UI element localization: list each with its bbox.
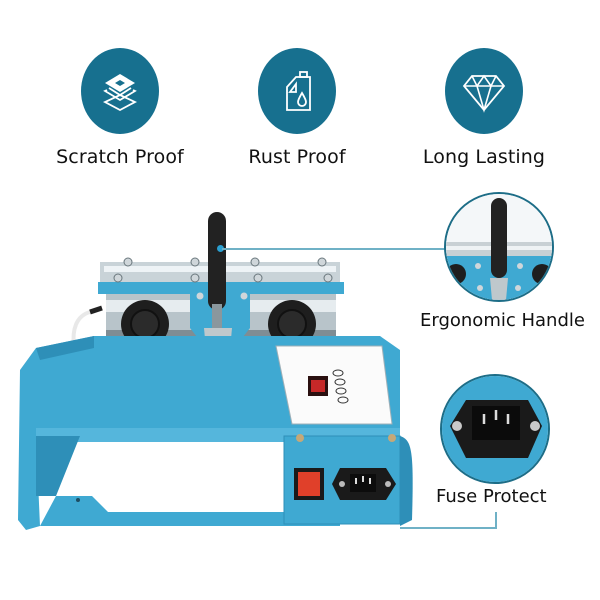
fuse-connector-line-horizontal	[400, 527, 497, 529]
oil-can-icon	[258, 48, 336, 134]
fuse-protect-closeup	[440, 374, 550, 484]
callout-label-ergonomic-handle: Ergonomic Handle	[420, 310, 585, 331]
feature-label: Long Lasting	[422, 146, 546, 168]
diamond-icon	[445, 48, 523, 134]
feature-long-lasting: Long Lasting	[404, 48, 564, 168]
layers-icon	[81, 48, 159, 134]
handle-pointer-dot	[217, 245, 224, 252]
feature-label: Scratch Proof	[56, 146, 184, 168]
feature-label: Rust Proof	[248, 146, 346, 168]
feature-scratch-proof: Scratch Proof	[40, 48, 200, 168]
ergonomic-handle-closeup	[444, 192, 554, 302]
mug-press-machine	[0, 200, 420, 540]
feature-rust-proof: Rust Proof	[217, 48, 377, 168]
fuse-connector-line-vertical	[495, 512, 497, 528]
callout-label-fuse-protect: Fuse Protect	[436, 486, 547, 507]
handle-connector-line	[222, 248, 454, 250]
